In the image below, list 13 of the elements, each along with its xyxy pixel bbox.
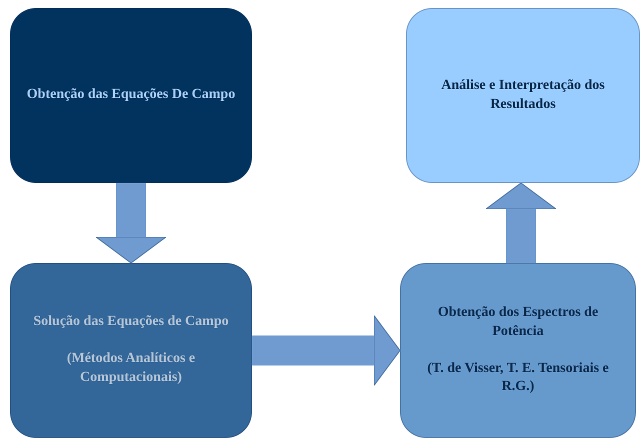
process-box: [10, 8, 252, 183]
block-arrow: [486, 182, 556, 263]
box-note: (Métodos Analíticos e Computacionais): [66, 350, 196, 387]
process-box: [10, 263, 252, 438]
block-arrow: [252, 315, 400, 386]
process-box: [406, 8, 640, 183]
block-arrow: [96, 183, 166, 264]
box-title: Análise e Interpretação dos Resultados: [440, 76, 606, 114]
box-title: Solução das Equações de Campo: [33, 313, 229, 332]
box-title: Obtenção das Equações De Campo: [26, 86, 236, 104]
process-box: [400, 263, 636, 438]
box-title: Obtenção dos Espectros de Potência: [436, 304, 600, 341]
box-note: (T. de Visser, T. E. Tensoriais e R.G.): [426, 360, 610, 396]
